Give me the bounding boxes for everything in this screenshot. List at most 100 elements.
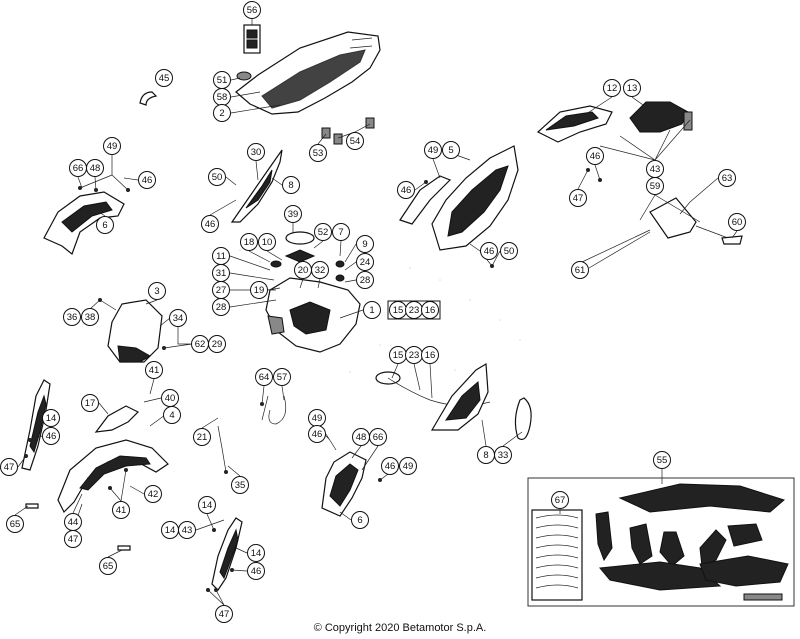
- callout-label: 20: [298, 265, 309, 276]
- callout-circle: [163, 406, 181, 424]
- callout-circle: [603, 79, 621, 97]
- callout-20: 20: [294, 261, 312, 279]
- callout-label: 23: [409, 305, 420, 316]
- callout-28: 28: [356, 271, 374, 289]
- callout-circle: [231, 476, 249, 494]
- callout-label: 1: [369, 305, 374, 316]
- callout-label: 62: [195, 339, 206, 350]
- callout-label: 16: [425, 305, 436, 316]
- decal-kit-box: [527, 477, 795, 607]
- side-panel-lower-part: [430, 362, 489, 431]
- callout-47: 47: [215, 605, 233, 623]
- callout-66: 66: [369, 428, 387, 446]
- callout-label: 4: [169, 410, 174, 421]
- callout-circle: [424, 141, 442, 159]
- callout-5: 5: [442, 141, 460, 159]
- callout-circle: [99, 557, 117, 575]
- callout-label: 13: [627, 83, 638, 94]
- callout-circle: [144, 485, 162, 503]
- callout-46: 46: [201, 215, 219, 233]
- callout-label: 8: [288, 180, 293, 191]
- callout-17: 17: [81, 394, 99, 412]
- callout-label: 30: [251, 147, 262, 158]
- fork-guard-left-part: [21, 379, 51, 471]
- callout-21: 21: [193, 428, 211, 446]
- callout-6: 6: [96, 216, 114, 234]
- callout-circle: [145, 361, 163, 379]
- callout-label: 2: [219, 108, 224, 119]
- callout-49: 49: [103, 137, 121, 155]
- callout-63: 63: [718, 169, 736, 187]
- callout-50: 50: [500, 242, 518, 260]
- callout-14: 14: [42, 409, 60, 427]
- callout-label: 49: [428, 145, 439, 156]
- callout-label: 49: [107, 141, 118, 152]
- callout-10: 10: [258, 233, 276, 251]
- callout-circle: [369, 428, 387, 446]
- callout-label: 14: [165, 525, 176, 536]
- callout-54: 54: [346, 132, 364, 150]
- callout-circle: [81, 308, 99, 326]
- callout-47: 47: [569, 189, 587, 207]
- callout-46: 46: [397, 181, 415, 199]
- callout-label: 48: [90, 163, 101, 174]
- callout-36: 36: [63, 308, 81, 326]
- callout-label: 12: [607, 83, 618, 94]
- callout-circle: [332, 223, 350, 241]
- callout-circle: [273, 368, 291, 386]
- callout-label: 42: [148, 489, 159, 500]
- callout-13: 13: [623, 79, 641, 97]
- callout-label: 65: [103, 561, 114, 572]
- callout-circle: [421, 346, 439, 364]
- callout-circle: [586, 147, 604, 165]
- callout-circle: [309, 144, 327, 162]
- callout-circle: [551, 491, 569, 509]
- callout-label: 46: [590, 151, 601, 162]
- callout-label: 24: [360, 257, 371, 268]
- callout-30: 30: [247, 143, 265, 161]
- tail-light-part: [536, 101, 693, 143]
- callout-circle: [480, 242, 498, 260]
- clamp-part: [139, 91, 158, 106]
- pin-part: [25, 503, 131, 551]
- callout-label: 58: [217, 92, 228, 103]
- callout-label: 33: [498, 450, 509, 461]
- callout-label: 8: [483, 450, 488, 461]
- callout-46: 46: [42, 427, 60, 445]
- callout-circle: [243, 1, 261, 19]
- callout-circle: [356, 271, 374, 289]
- callout-27: 27: [212, 281, 230, 299]
- callout-circle: [569, 189, 587, 207]
- callout-circle: [247, 544, 265, 562]
- callout-46: 46: [586, 147, 604, 165]
- rim-stripes-part: [531, 509, 583, 601]
- callout-43: 43: [178, 521, 196, 539]
- callout-65: 65: [99, 557, 117, 575]
- callout-11: 11: [212, 247, 230, 265]
- callout-label: 32: [315, 265, 326, 276]
- side-panel-right-part: [399, 145, 519, 251]
- callout-44: 44: [64, 513, 82, 531]
- callout-57: 57: [273, 368, 291, 386]
- callout-label: 51: [217, 75, 228, 86]
- callout-circle: [494, 446, 512, 464]
- callout-label: 61: [575, 265, 586, 276]
- callout-circle: [42, 427, 60, 445]
- callout-label: 29: [212, 339, 223, 350]
- callout-circle: [442, 141, 460, 159]
- callout-2: 2: [213, 104, 231, 122]
- seat-part: [235, 31, 381, 145]
- callout-label: 15: [393, 305, 404, 316]
- callout-55: 55: [653, 451, 671, 469]
- callout-label: 41: [149, 365, 160, 376]
- callout-38: 38: [81, 308, 99, 326]
- callout-label: 11: [216, 251, 226, 262]
- callout-46: 46: [308, 425, 326, 443]
- callout-label: 66: [373, 432, 384, 443]
- callout-circle: [0, 458, 18, 476]
- callout-18: 18: [240, 233, 258, 251]
- side-panel-small-part: [230, 149, 283, 223]
- callout-circle: [356, 253, 374, 271]
- callout-label: 44: [68, 517, 79, 528]
- callout-circle: [356, 235, 374, 253]
